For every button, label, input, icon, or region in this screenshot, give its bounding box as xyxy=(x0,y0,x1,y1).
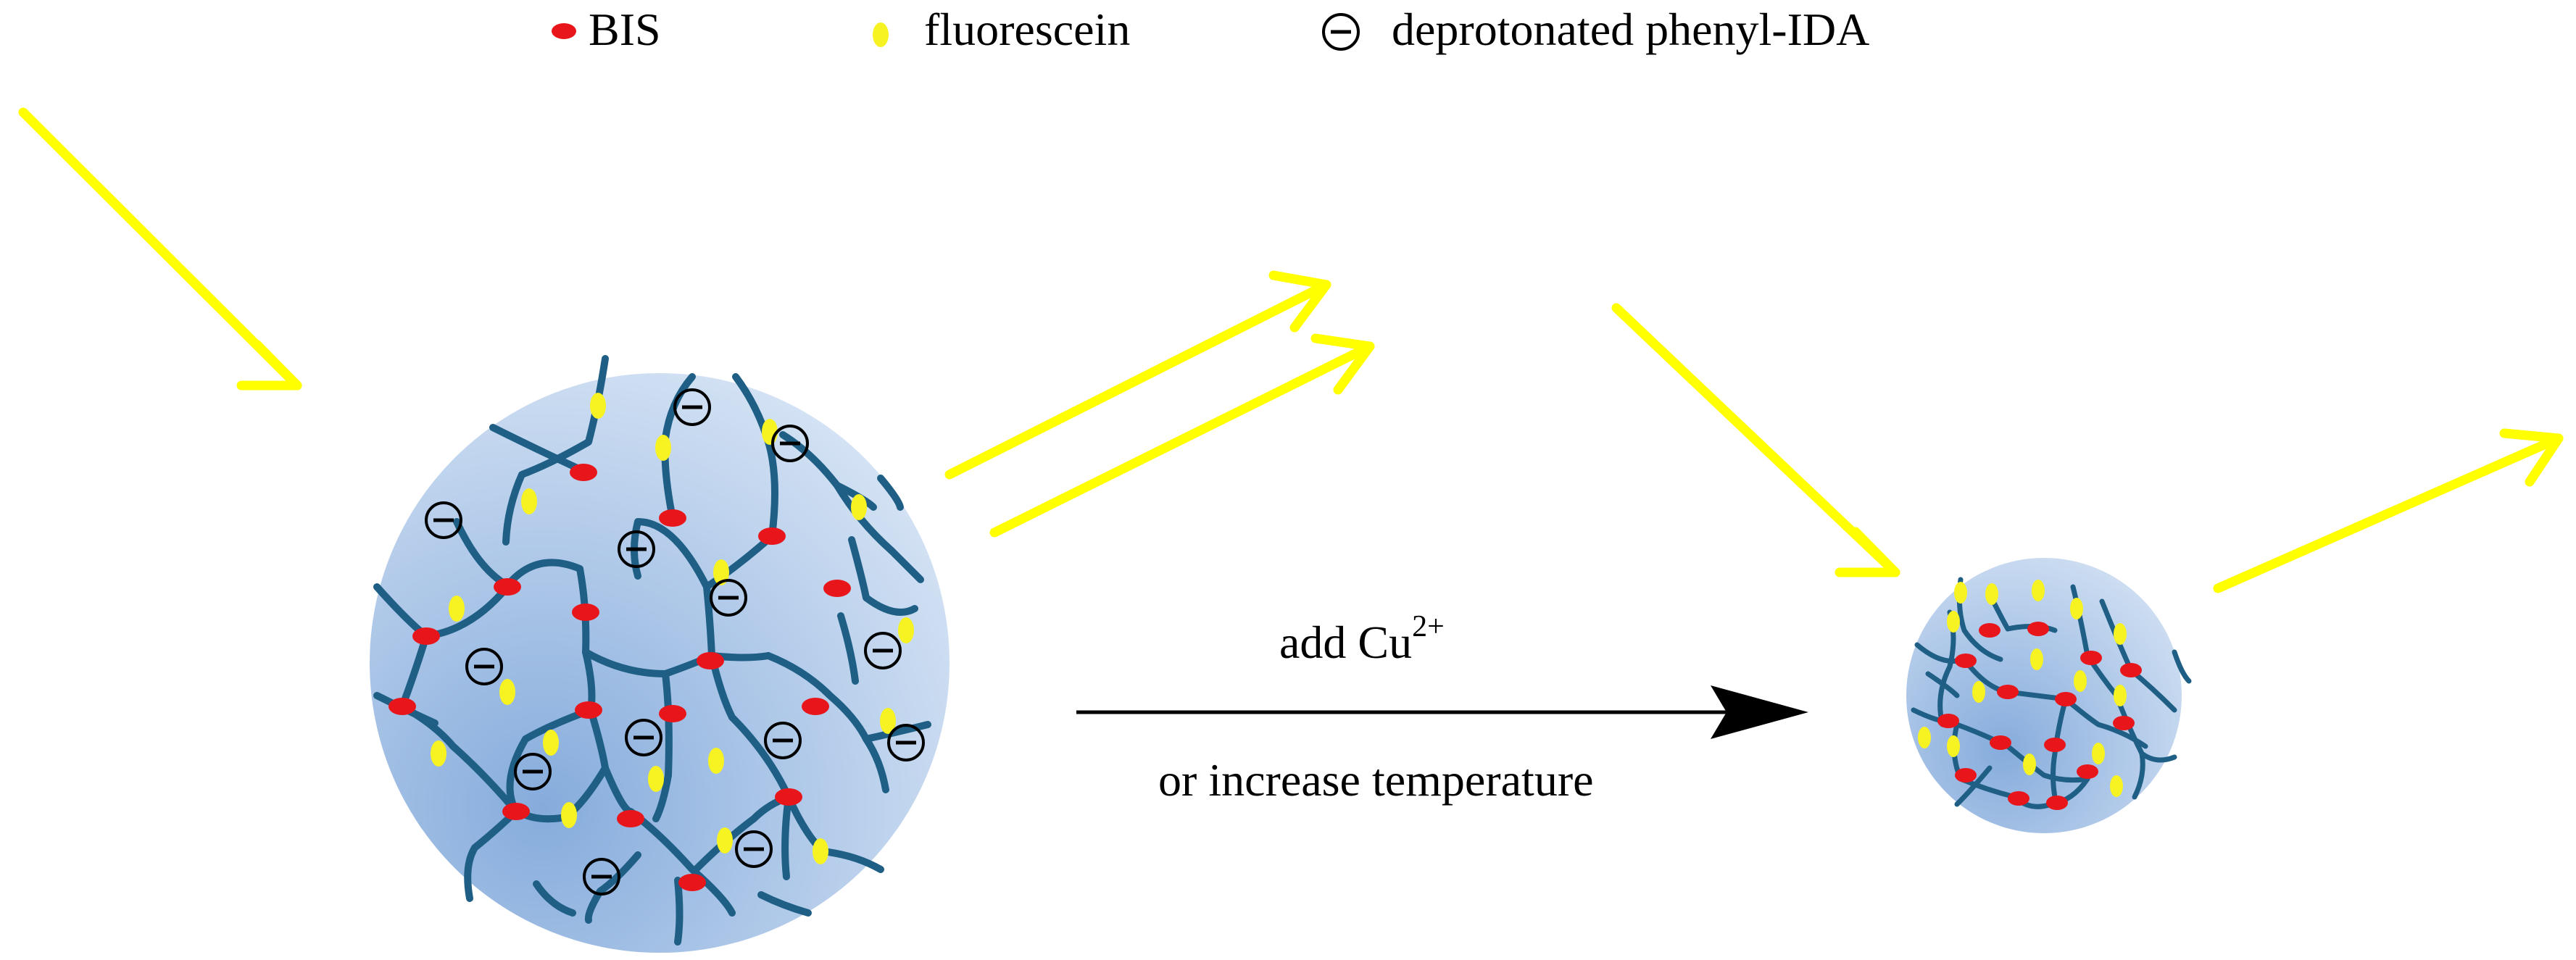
circled-minus-icon xyxy=(887,724,925,761)
fluorescein-labels-small xyxy=(1918,580,2127,797)
circled-minus-icon xyxy=(864,632,902,669)
fluorescein-labels-large xyxy=(431,393,914,864)
light-rays xyxy=(18,107,2564,593)
circled-minus-icon xyxy=(625,719,662,756)
collapsed-gel-particle xyxy=(1906,558,2192,833)
circled-minus-icon xyxy=(771,425,809,462)
emitted-ray-arrow-large-2 xyxy=(989,333,1375,538)
circled-minus-icon xyxy=(425,501,462,539)
legend: BIS fluorescein deprotonated phenyl-IDA xyxy=(552,4,1869,55)
legend-ida-label: deprotonated phenyl-IDA xyxy=(1392,4,1869,55)
circled-minus-icon xyxy=(735,830,773,868)
incident-ray-arrow-large xyxy=(18,107,302,391)
condition-superscript: 2+ xyxy=(1412,610,1445,643)
ida-anion-icons-large xyxy=(425,388,925,896)
circled-minus-icon xyxy=(465,648,503,685)
legend-bis-label: BIS xyxy=(589,4,661,55)
legend-fluorescein-label: fluorescein xyxy=(924,4,1130,55)
circled-minus-icon xyxy=(673,388,711,426)
emitted-ray-arrow-small xyxy=(2213,428,2564,593)
condition-label-cu: add Cu2+ xyxy=(1279,610,1445,668)
condition-label-temperature: or increase temperature xyxy=(1158,754,1594,806)
incident-ray-arrow-small xyxy=(1611,303,1900,577)
legend-ida-icon xyxy=(1322,13,1360,51)
circled-minus-icon xyxy=(514,753,552,790)
condition-prefix: add Cu xyxy=(1279,617,1412,668)
legend-bis-icon xyxy=(552,23,576,39)
swollen-gel-particle xyxy=(370,355,950,953)
bis-crosslinks-small xyxy=(1937,622,2142,810)
bis-crosslinks-large xyxy=(389,464,851,891)
circled-minus-icon xyxy=(710,579,747,617)
legend-fluorescein-icon xyxy=(873,22,889,47)
emitted-ray-arrow-large-1 xyxy=(944,270,1331,480)
circled-minus-icon xyxy=(764,722,802,759)
circled-minus-icon xyxy=(583,858,620,896)
reaction-arrow xyxy=(1076,685,1808,739)
circled-minus-icon xyxy=(618,530,655,568)
gel-sphere-large xyxy=(370,373,950,953)
